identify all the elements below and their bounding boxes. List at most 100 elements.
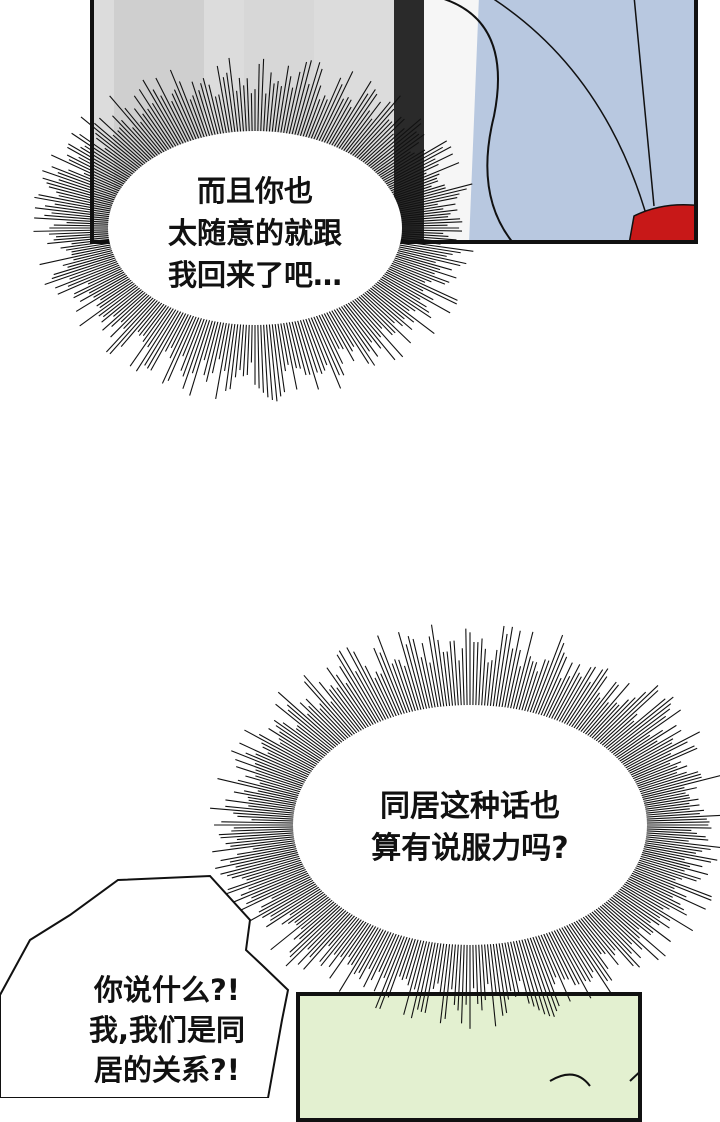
burst-spike: [644, 812, 700, 818]
burst-spike: [631, 762, 671, 780]
burst-spike: [340, 920, 368, 958]
burst-spike: [301, 317, 323, 374]
burst-spike: [498, 941, 510, 1000]
burst-spike: [350, 108, 395, 158]
burst-spike: [509, 939, 521, 982]
burst-spike: [210, 807, 296, 816]
burst-spike: [60, 240, 112, 249]
burst-spike: [308, 705, 346, 743]
burst-spike: [281, 892, 328, 925]
burst-spike: [407, 636, 428, 711]
burst-spike: [399, 216, 449, 222]
burst-spike: [96, 137, 140, 172]
burst-spike: [395, 188, 467, 207]
burst-spike: [432, 941, 442, 990]
burst-spike: [252, 841, 298, 850]
burst-spike: [161, 314, 195, 384]
burst-spike: [643, 804, 700, 812]
burst-spike: [58, 179, 118, 200]
burst-spike: [393, 184, 445, 201]
burst-spike: [437, 639, 448, 709]
burst-spike: [146, 309, 183, 369]
burst-spike: [361, 292, 395, 324]
burst-spike: [301, 85, 322, 139]
burst-spike: [592, 908, 642, 959]
burst-spike: [399, 236, 459, 244]
burst-spike: [574, 697, 601, 732]
dialogue-text-2: 同居这种话也 算有说服力吗?: [320, 786, 620, 870]
burst-spike: [259, 782, 302, 795]
burst-spike: [231, 828, 296, 832]
burst-spike: [268, 728, 323, 763]
burst-spike: [200, 83, 217, 137]
burst-spike: [226, 72, 236, 134]
burst-spike: [641, 792, 686, 803]
dialogue-line: 同居这种话也: [380, 789, 560, 824]
burst-spike: [377, 635, 409, 715]
burst-spike: [279, 742, 320, 766]
burst-spike: [244, 729, 317, 770]
burst-spike: [405, 644, 425, 712]
burst-spike: [644, 814, 720, 820]
burst-spike: [238, 77, 245, 134]
burst-spike: [399, 224, 448, 227]
burst-spike: [388, 263, 432, 283]
speech-bubble-2: [210, 624, 720, 1029]
burst-spike: [639, 775, 720, 797]
burst-spike: [274, 322, 286, 393]
burst-spike: [307, 316, 328, 366]
burst-spike: [626, 877, 681, 906]
burst-spike: [67, 146, 129, 183]
burst-spike: [391, 258, 435, 275]
burst-spike: [602, 901, 666, 957]
burst-spike: [124, 107, 164, 155]
burst-spike: [635, 771, 678, 788]
burst-spike: [173, 89, 198, 142]
burst-spike: [225, 836, 296, 845]
burst-spike: [637, 771, 699, 791]
burst-spike: [604, 900, 640, 930]
burst-spike: [611, 893, 651, 924]
burst-spike: [220, 853, 301, 875]
burst-spike: [557, 926, 591, 983]
burst-spike: [330, 80, 372, 148]
burst-spike: [619, 740, 658, 765]
burst-spike: [212, 840, 297, 853]
burst-spike: [286, 704, 338, 749]
burst-spike: [304, 99, 321, 140]
burst-spike: [555, 676, 582, 723]
burst-spike: [337, 93, 378, 151]
burst-spike: [366, 123, 422, 169]
burst-spike: [622, 738, 674, 768]
burst-spike: [547, 675, 571, 720]
burst-spike: [628, 745, 695, 777]
burst-spike: [215, 849, 300, 870]
burst-spike: [241, 859, 303, 879]
burst-spike: [397, 244, 453, 256]
burst-spike: [328, 914, 357, 947]
burst-spike: [246, 873, 312, 905]
burst-spike: [355, 121, 393, 160]
burst-spike: [330, 684, 366, 732]
burst-spike: [370, 284, 435, 334]
dialogue-line: 而且你也: [196, 174, 313, 208]
burst-spike: [481, 942, 486, 1001]
burst-spike: [627, 875, 673, 898]
burst-spike: [475, 942, 479, 1005]
burst-spike: [275, 703, 335, 752]
burst-spike: [627, 752, 672, 775]
burst-spike: [270, 898, 335, 951]
burst-spike: [640, 787, 685, 799]
burst-spike: [44, 214, 111, 222]
burst-spike: [71, 238, 112, 245]
burst-spike: [236, 90, 242, 134]
burst-spike: [640, 849, 685, 861]
burst-spike: [607, 897, 654, 933]
burst-spike: [55, 233, 111, 238]
burst-spike: [357, 294, 396, 334]
burst-spike: [289, 890, 326, 916]
burst-spike: [634, 864, 676, 881]
burst-spike: [65, 242, 112, 251]
burst-spike: [297, 910, 350, 965]
burst-spike: [539, 932, 571, 1002]
